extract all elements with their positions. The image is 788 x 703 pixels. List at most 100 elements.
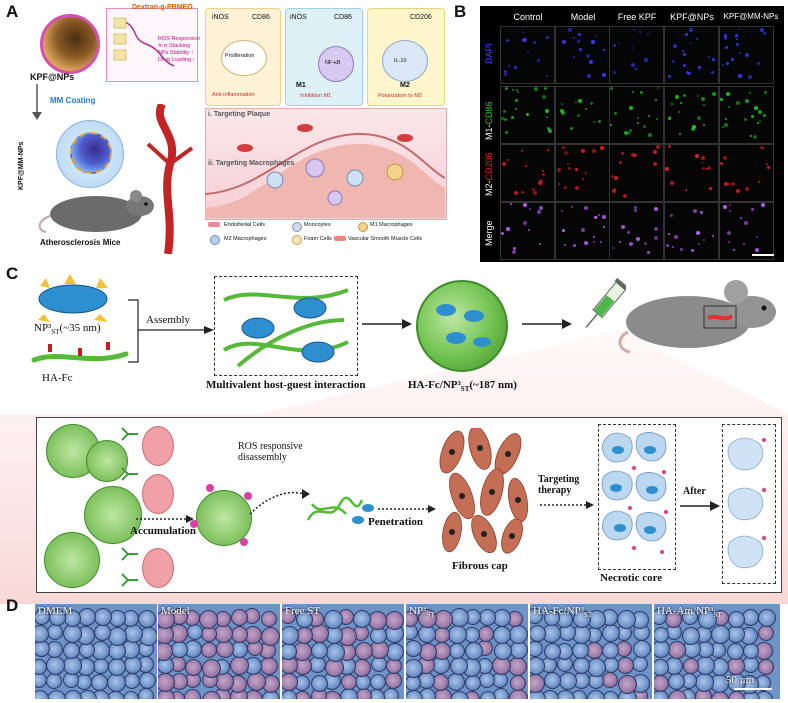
if-speckle <box>722 64 724 66</box>
mm-np-label: KPF@MM-NPs <box>18 141 25 190</box>
microscopy-cell <box>35 625 49 643</box>
if-speckle <box>544 87 547 90</box>
microscopy-cell <box>654 627 669 643</box>
if-tile <box>664 144 719 202</box>
if-tile <box>555 202 610 260</box>
hafc-label: HA-Fc <box>42 372 73 384</box>
if-speckle <box>656 118 658 120</box>
target-cell <box>142 426 174 466</box>
microscopy-cell <box>743 643 759 659</box>
microscopy-cell <box>573 610 591 628</box>
feature-item: ROS Responsive <box>158 36 201 42</box>
microscopy-cell <box>64 690 82 699</box>
microscopy-cell <box>654 659 669 676</box>
if-speckle <box>573 56 575 58</box>
if-speckle <box>510 203 512 205</box>
if-speckle <box>654 227 658 231</box>
if-speckle <box>629 129 632 132</box>
microscopy-cell <box>617 610 636 629</box>
np3-name: NP³ <box>34 322 52 334</box>
if-speckle <box>546 116 548 118</box>
microscopy-cell <box>494 642 512 660</box>
if-speckle <box>744 221 748 225</box>
if-speckle <box>570 127 573 130</box>
if-speckle <box>680 102 682 104</box>
if-col-label: KPF@NPs <box>670 12 714 22</box>
if-speckle <box>538 181 542 185</box>
complex-sphere <box>416 280 508 372</box>
if-speckle <box>575 101 577 103</box>
microscopy-cell <box>447 673 465 691</box>
if-speckle <box>656 145 660 149</box>
kpf-np-sphere <box>40 14 100 74</box>
if-speckle <box>624 131 628 135</box>
micrograph-tile: HA-Am/NP³ST 50 μm <box>654 604 780 699</box>
box3-cell <box>382 40 428 82</box>
if-speckle <box>628 132 630 134</box>
if-speckle <box>614 176 618 180</box>
microscopy-cell <box>530 625 546 642</box>
if-speckle <box>745 99 749 103</box>
if-speckle <box>736 189 740 193</box>
if-speckle <box>504 70 507 73</box>
if-speckle <box>575 186 579 190</box>
if-speckle <box>745 53 749 57</box>
if-speckle <box>527 51 529 53</box>
if-speckle <box>637 117 639 119</box>
if-speckle <box>568 167 571 170</box>
if-speckle <box>585 172 587 174</box>
polymer-label: Dextran-g-PBMEO <box>132 4 193 11</box>
if-speckle <box>736 38 738 40</box>
if-row-label: Merge <box>484 220 494 246</box>
panel-c-letter: C <box>6 264 19 283</box>
if-speckle <box>688 72 691 75</box>
microscopy-cell <box>728 611 745 628</box>
if-tile <box>555 86 610 144</box>
if-speckle <box>581 149 585 153</box>
if-speckle <box>612 189 616 193</box>
microscopy-cell <box>260 657 278 675</box>
microscopy-cell <box>479 609 496 626</box>
if-tile <box>719 26 774 84</box>
if-speckle <box>708 56 710 58</box>
box2-cell-label: NF-κB <box>325 60 341 66</box>
if-speckle <box>755 248 759 252</box>
if-speckle <box>751 208 754 211</box>
if-speckle <box>593 241 595 243</box>
if-speckle <box>537 210 541 214</box>
if-speckle <box>634 154 637 157</box>
if-speckle <box>697 95 699 97</box>
if-row-label: M1-CD86 <box>484 101 494 140</box>
if-speckle <box>696 38 698 40</box>
if-speckle <box>561 111 565 115</box>
microscopy-cell <box>602 672 618 688</box>
if-scale-bar <box>752 254 774 256</box>
complex-name: HA-Fc/NP³ <box>408 379 461 391</box>
microscopy-cell <box>668 641 686 659</box>
accumulation-np <box>84 486 142 544</box>
if-speckle <box>689 28 693 32</box>
if-speckle <box>613 44 616 47</box>
if-speckle <box>668 75 671 78</box>
if-speckle <box>586 54 590 58</box>
microscopy-cell <box>633 640 651 658</box>
if-speckle <box>712 235 714 237</box>
microscopy-cell <box>124 673 140 689</box>
if-speckle <box>515 99 518 102</box>
microscopy-cell <box>282 626 299 645</box>
if-speckle <box>724 182 728 186</box>
if-row-label-cd206: CD206 <box>484 152 494 181</box>
microscopy-cell <box>530 641 543 657</box>
if-speckle <box>655 99 657 101</box>
accumulation-np <box>44 532 100 588</box>
if-speckle <box>680 248 683 251</box>
panel-a-letter: A <box>6 2 19 21</box>
if-speckle <box>670 214 673 217</box>
microscopy-cell <box>572 642 589 659</box>
microscopy-cell <box>758 659 774 675</box>
microscopy-cell <box>201 642 217 658</box>
if-tile <box>609 202 664 260</box>
assembly-bracket <box>128 299 214 363</box>
microscopy-cell <box>668 673 685 690</box>
right-arrow-icon <box>522 319 572 329</box>
